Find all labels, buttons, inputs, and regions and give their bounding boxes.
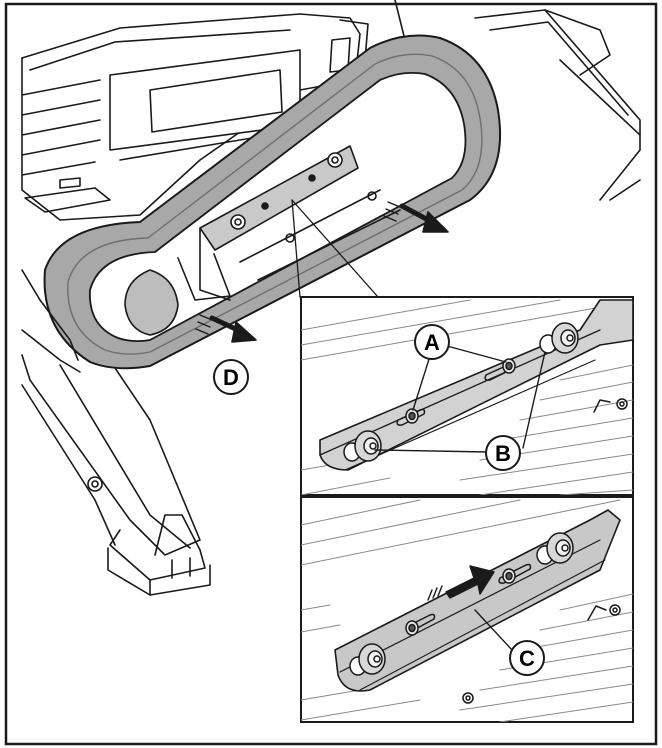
svg-text:A: A xyxy=(424,330,440,355)
svg-text:B: B xyxy=(495,441,511,466)
slide-arrow xyxy=(427,565,495,601)
svg-text:C: C xyxy=(519,646,535,671)
bolt-a-lower xyxy=(405,408,419,424)
detail-top-hatching xyxy=(301,299,633,495)
drive-belt xyxy=(43,34,502,370)
bolt-b-upper xyxy=(539,322,579,354)
callout-leaders-top xyxy=(374,345,546,453)
callout-d: D xyxy=(213,359,249,395)
right-guard xyxy=(474,9,641,201)
detail-view-top: A B xyxy=(300,296,634,496)
arrow-lower xyxy=(195,314,257,343)
detail-leader xyxy=(291,199,379,298)
direction-arrows xyxy=(195,201,449,343)
bolt-large-upper xyxy=(536,532,574,565)
support-leg xyxy=(21,269,211,596)
callout-b: B xyxy=(485,435,521,471)
callout-c: C xyxy=(509,640,545,676)
main-view xyxy=(21,0,641,596)
bolt-large-lower xyxy=(349,643,386,676)
machine-body xyxy=(21,0,406,221)
svg-text:D: D xyxy=(223,365,239,390)
detail-view-bottom: C xyxy=(300,496,634,723)
arrow-upper xyxy=(383,201,449,233)
outer-frame xyxy=(4,2,658,746)
callout-a: A xyxy=(414,324,450,360)
detail-bottom-hatching xyxy=(301,499,633,722)
